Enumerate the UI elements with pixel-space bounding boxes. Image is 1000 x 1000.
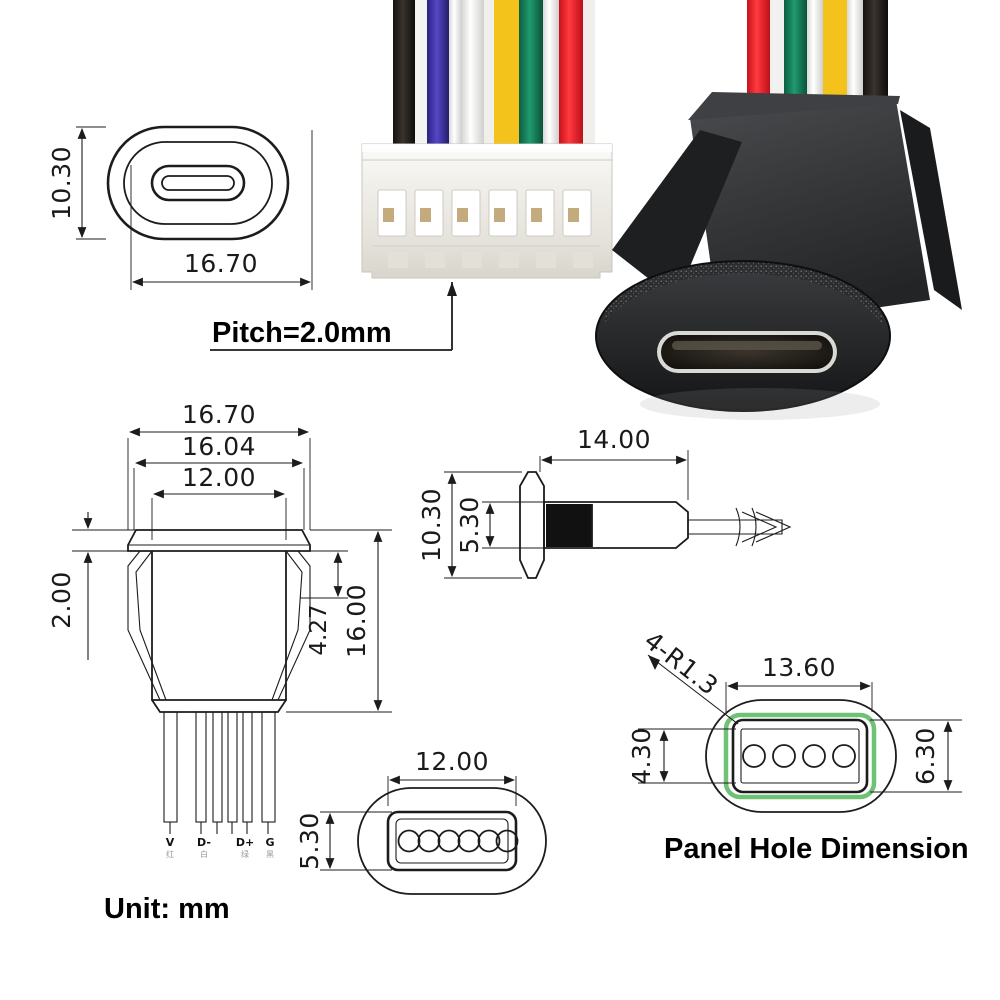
pin-label-v: V — [166, 836, 175, 849]
body-outer-width-label: 16.70 — [182, 400, 256, 429]
bottom-contact-circles — [397, 829, 519, 853]
view-bottom-contacts: 12.00 5.30 — [295, 747, 547, 895]
photo-white-connector — [361, 0, 613, 279]
panel-hole-title: Panel Hole Dimension — [664, 833, 969, 865]
pin-labels: V 红 D- 白 D+ 绿 G 黑 — [166, 836, 275, 859]
view-front-body: 16.70 16.04 12.00 — [47, 400, 392, 859]
pitch-label: Pitch=2.0mm — [212, 317, 392, 349]
white-connector-housing — [361, 143, 613, 279]
flange-thickness-label: 2.00 — [47, 571, 76, 629]
side-flange-height-label: 10.30 — [417, 488, 446, 562]
black-connector-body — [595, 92, 962, 420]
pin-label-g: G — [265, 836, 274, 849]
panel-height-label: 6.30 — [911, 727, 940, 785]
bottom-width-label: 12.00 — [415, 747, 489, 776]
side-length-label: 14.00 — [577, 425, 651, 454]
panel-width-label: 13.60 — [762, 653, 836, 682]
usb-c-port — [657, 331, 837, 373]
unit-label: Unit: mm — [104, 893, 230, 925]
white-connector-wires — [393, 0, 595, 150]
pin-label-dminus: D- — [197, 836, 211, 849]
face-oval-width-label: 16.70 — [184, 249, 258, 278]
face-oval-height-label: 10.30 — [47, 146, 76, 220]
panel-offset-label: 4.30 — [627, 727, 656, 785]
body-width-label: 12.00 — [182, 463, 256, 492]
view-panel-hole: 13.60 4-R1.3 4.30 — [627, 626, 969, 865]
view-face-oval: 10.30 16.70 — [47, 125, 313, 290]
pin-label-dplus: D+ — [236, 836, 254, 849]
view-side-section: 14.00 10.30 5.30 — [417, 425, 792, 579]
body-pins — [163, 711, 276, 834]
pin-sublabel-v: 红 — [166, 849, 174, 859]
body-flange-width-label: 16.04 — [182, 432, 256, 461]
body-total-height-label: 16.00 — [342, 584, 371, 658]
pin-sublabel-dplus: 绿 — [241, 850, 249, 859]
side-barrel-height-label: 5.30 — [455, 496, 484, 554]
body-shoulder-label: 4.27 — [306, 604, 332, 655]
pin-sublabel-g: 黑 — [266, 850, 274, 859]
panel-hole-circles — [742, 744, 856, 768]
pitch-note-group: Pitch=2.0mm — [210, 282, 457, 351]
photo-black-connector — [595, 0, 962, 420]
pin-sublabel-dminus: 白 — [200, 849, 208, 859]
bottom-height-label: 5.30 — [295, 812, 324, 870]
panel-corner-radius-label: 4-R1.3 — [639, 626, 724, 701]
